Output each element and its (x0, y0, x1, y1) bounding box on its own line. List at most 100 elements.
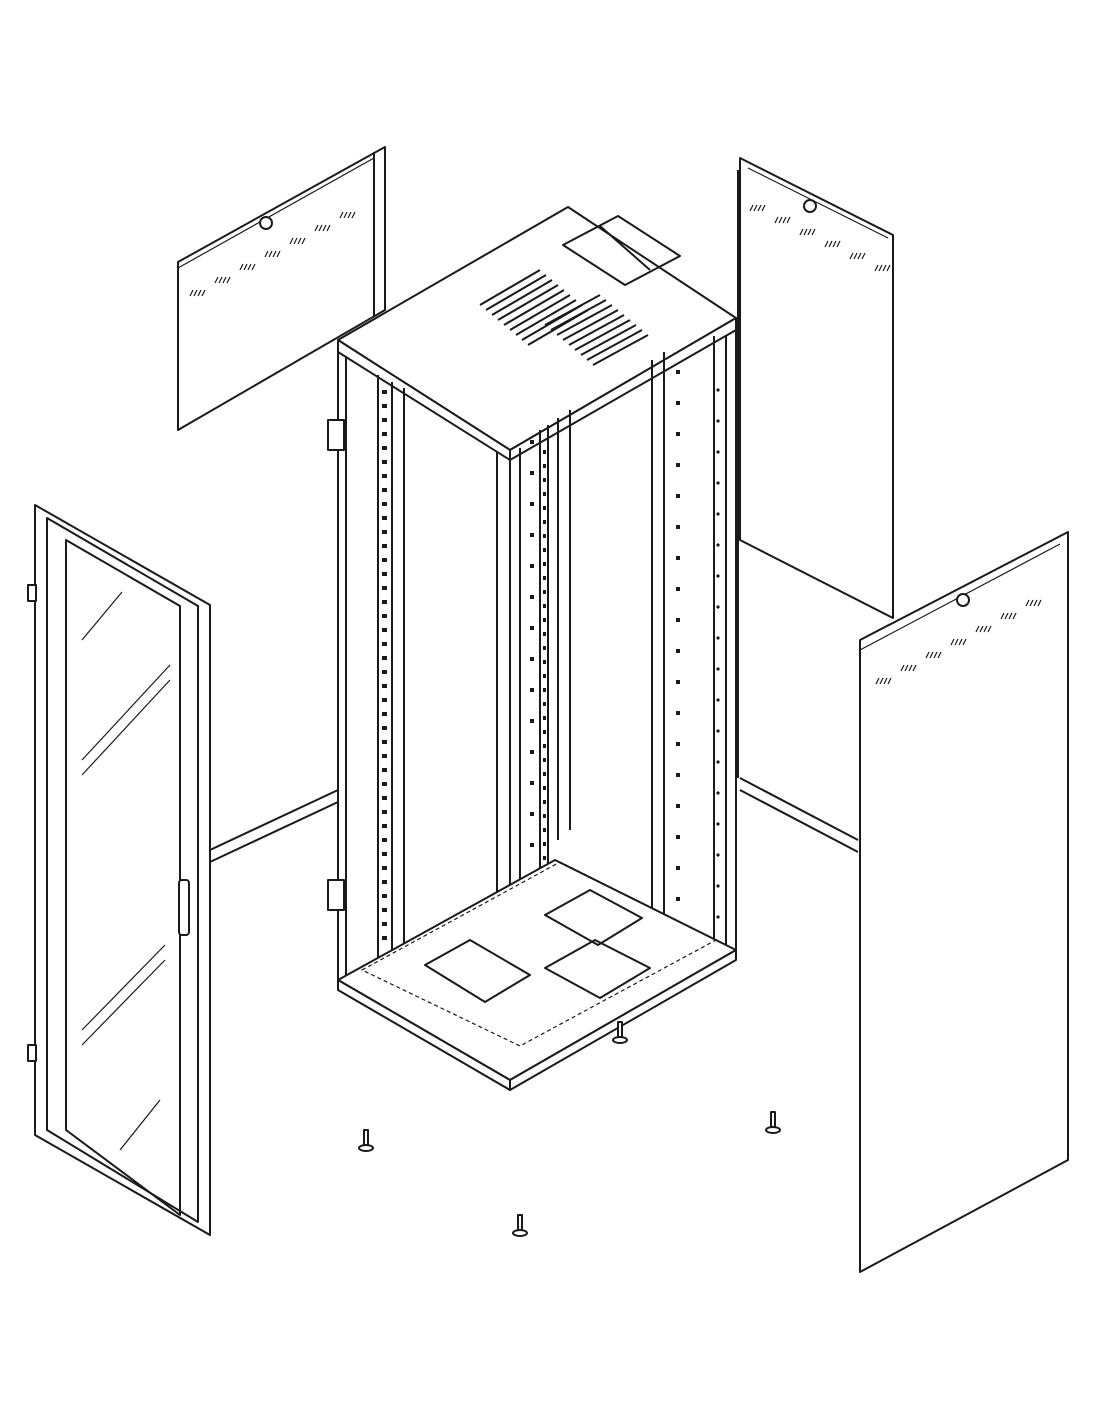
rail-hole (530, 595, 534, 599)
rail-hole (716, 388, 720, 392)
rail-hole (676, 773, 680, 777)
vent-slot (326, 224, 331, 232)
vent-slot (580, 324, 637, 356)
rail-hole (543, 800, 546, 804)
rail-hole (382, 544, 387, 548)
rail-hole (382, 824, 387, 828)
rail-hole (676, 525, 680, 529)
rail-hole (543, 716, 546, 720)
rail-hole (676, 835, 680, 839)
foot-pad (358, 1144, 374, 1152)
vent-slot (875, 677, 880, 685)
foot-pad (612, 1036, 628, 1044)
vent-slot (912, 664, 917, 672)
rail-hole (716, 636, 720, 640)
vent-slot (264, 250, 269, 258)
rail-hole (382, 754, 387, 758)
vent-slot (491, 279, 553, 316)
vent-slot (757, 204, 762, 212)
vent-slot (297, 237, 302, 245)
lock-icon (259, 216, 273, 230)
rail-hole (543, 618, 546, 622)
vent-slots (189, 211, 356, 297)
rail-hole (543, 548, 546, 552)
foot-pad (512, 1229, 528, 1237)
vent-slot (987, 625, 992, 633)
rail-hole (382, 768, 387, 772)
vent-slot (874, 264, 879, 272)
rail-hole (382, 740, 387, 744)
vent-slot (293, 237, 298, 245)
vent-slot (197, 289, 202, 297)
rail-hole (543, 828, 546, 832)
vent-slot (878, 264, 883, 272)
vent-slot (811, 228, 816, 236)
vent-slot (883, 677, 888, 685)
vent-slot (1025, 599, 1030, 607)
rail-hole (382, 516, 387, 520)
rail-hole (530, 843, 534, 847)
vent-slot (351, 211, 356, 219)
vent-slot (289, 237, 294, 245)
rail-hole (716, 822, 720, 826)
rail-hole (543, 730, 546, 734)
vent-slot (882, 264, 887, 272)
rail-hole (543, 772, 546, 776)
rail-hole (676, 711, 680, 715)
vent-slot (247, 263, 252, 271)
rail-hole (676, 680, 680, 684)
vent-slot (1029, 599, 1034, 607)
rail-hole (530, 719, 534, 723)
vent-slot (226, 276, 231, 284)
rail-hole (543, 520, 546, 524)
vent-slot (904, 664, 909, 672)
rail-hole (382, 698, 387, 702)
rail-hole (382, 656, 387, 660)
rail-hole (382, 432, 387, 436)
vent-slot (1037, 599, 1042, 607)
rail-hole (382, 404, 387, 408)
rail-hole (716, 853, 720, 857)
foot-stem (770, 1111, 776, 1129)
vent-slot (853, 252, 858, 260)
vent-slot (562, 309, 619, 341)
vent-slot (786, 216, 791, 224)
rail-hole (716, 729, 720, 733)
rail-hole (382, 922, 387, 926)
rail-hole (382, 810, 387, 814)
vent-slot (929, 651, 934, 659)
rear-left-side-panel (177, 146, 386, 863)
vent-slot (958, 638, 963, 646)
vent-slot (218, 276, 223, 284)
rail-hole (382, 796, 387, 800)
vent-slot (824, 240, 829, 248)
vent-slot (803, 228, 808, 236)
rail-hole (716, 760, 720, 764)
vent-slot (900, 664, 905, 672)
rail-hole (543, 576, 546, 580)
rail-hole (382, 670, 387, 674)
rail-hole (530, 502, 534, 506)
rail-hole (543, 604, 546, 608)
vent-slot (886, 264, 891, 272)
vent-slot (318, 224, 323, 232)
rail-hole (543, 786, 546, 790)
foot-stem (517, 1214, 523, 1232)
vent-slot (774, 216, 779, 224)
vent-slot (908, 664, 913, 672)
lock-icon (803, 199, 817, 213)
vent-slot (749, 204, 754, 212)
rail-hole (716, 605, 720, 609)
rail-hole (543, 590, 546, 594)
door-handle (178, 879, 190, 936)
rail-hole (530, 440, 534, 444)
rail-hole (543, 674, 546, 678)
vent-slot (343, 211, 348, 219)
rail-hole (382, 572, 387, 576)
vent-slot (339, 211, 344, 219)
rail-hole (676, 432, 680, 436)
vent-slot (832, 240, 837, 248)
rail-hole (676, 401, 680, 405)
rail-hole (543, 562, 546, 566)
